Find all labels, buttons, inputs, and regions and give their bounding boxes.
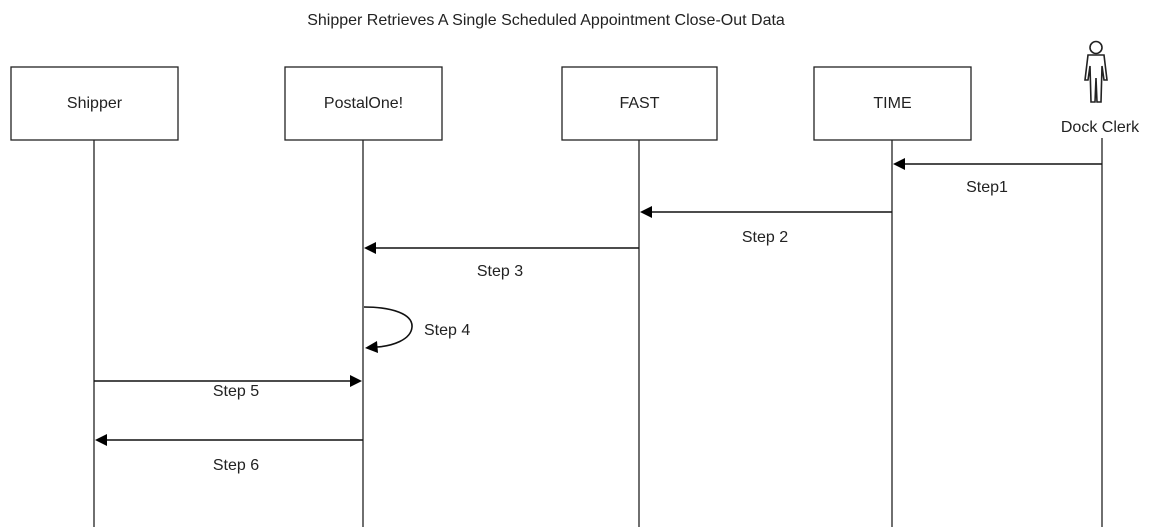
participant-box [813,66,972,141]
message-step-5: Step 5 [94,375,362,400]
participant-label: TIME [873,95,911,112]
participant-shipper: Shipper [10,66,179,141]
participant-time: TIME [813,66,972,141]
arrowhead [640,206,652,218]
message-label: Step 2 [742,229,788,246]
participant-box [10,66,179,141]
arrowhead [364,242,376,254]
message-label: Step1 [966,179,1008,196]
arrowhead [365,341,378,353]
participant-label: PostalOne! [324,95,403,112]
participant-label: Dock Clerk [1061,119,1140,136]
arrowhead [893,158,905,170]
arrowhead [95,434,107,446]
participant-box [561,66,718,141]
arrowhead [350,375,362,387]
participant-postalone: PostalOne! [284,66,443,141]
message-step-3: Step 3 [364,242,639,280]
message-label: Step 6 [213,457,259,474]
message-step-2: Step 2 [640,206,892,246]
message-step-6: Step 6 [95,434,363,474]
message-step-4: Step 4 [363,306,470,353]
diagram-title: Shipper Retrieves A Single Scheduled App… [307,12,785,29]
message-label: Step 3 [477,263,523,280]
message-step-1: Step1 [893,158,1102,196]
message-label: Step 5 [213,383,259,400]
person-icon [1084,40,1108,103]
message-label: Step 4 [424,322,470,339]
participant-label: FAST [619,95,659,112]
participant-box [284,66,443,141]
participant-fast: FAST [561,66,718,141]
self-call-loop [363,306,413,348]
participant-dock-clerk: Dock Clerk [1061,40,1140,136]
participant-label: Shipper [67,95,123,112]
